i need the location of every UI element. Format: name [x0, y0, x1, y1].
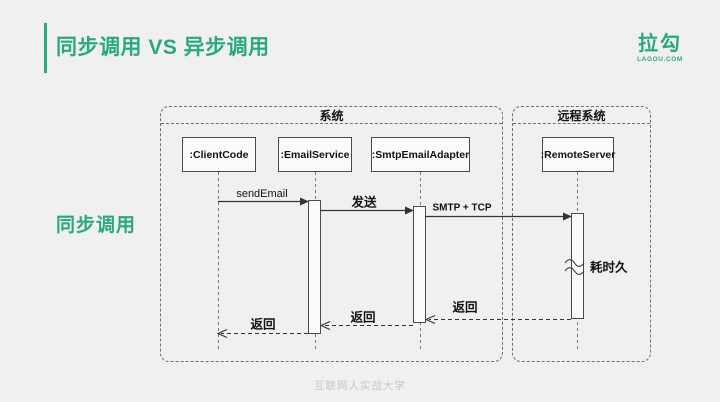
- message-label-return-remote: 返回: [452, 300, 478, 315]
- actor-remoteserver-label: :RemoteServer: [540, 148, 616, 161]
- arrow-send-head: [405, 206, 414, 215]
- actor-emailservice-label: :EmailService: [280, 148, 350, 161]
- frame-system: 系统: [160, 106, 503, 362]
- arrow-sendemail-head: [300, 197, 309, 206]
- arrow-return3-head: [216, 328, 228, 339]
- frame-remote-title: 远程系统: [513, 107, 650, 124]
- actor-smtpemailadapter: :SmtpEmailAdapter: [371, 137, 470, 172]
- return-arrow-open-heads: [216, 314, 436, 339]
- arrow-return1-head: [424, 314, 436, 325]
- actor-smtpemailadapter-label: :SmtpEmailAdapter: [371, 148, 470, 161]
- section-label-sync-call: 同步调用: [56, 215, 137, 236]
- lagou-logo: 拉勾 LAGOU.COM: [630, 33, 690, 63]
- actor-emailservice: :EmailService: [278, 137, 352, 172]
- squiggle-top: [564, 259, 585, 267]
- message-label-sendemail: sendEmail: [236, 188, 288, 200]
- arrow-return2-head: [319, 320, 331, 331]
- squiggle-bottom: [564, 267, 585, 275]
- title-accent-bar: [44, 23, 47, 73]
- actor-remoteserver: :RemoteServer: [540, 137, 616, 172]
- actor-clientcode-label: :ClientCode: [189, 148, 249, 161]
- activation-emailservice: [308, 200, 321, 334]
- message-label-send: 发送: [351, 195, 377, 210]
- return-arrows: [221, 319, 571, 334]
- message-label-return-email: 返回: [250, 317, 276, 332]
- footer-watermark: 互联网人实战大学: [314, 380, 406, 392]
- sync-call-arrows: [218, 197, 572, 221]
- message-label-smtp-tcp: SMTP + TCP: [432, 202, 492, 214]
- annotation-long-duration: 耗时久: [590, 260, 628, 275]
- activation-smtpemailadapter: [413, 206, 426, 323]
- page-title: 同步调用 VS 异步调用: [56, 36, 270, 59]
- logo-domain: LAGOU.COM: [637, 56, 683, 63]
- logo-wordmark: 拉勾: [638, 33, 682, 55]
- message-label-return-smtp: 返回: [350, 310, 376, 325]
- frame-system-title: 系统: [161, 107, 502, 124]
- actor-clientcode: :ClientCode: [182, 137, 256, 172]
- arrow-smtp-tcp-head: [563, 212, 572, 221]
- frame-remote-system: 远程系统: [512, 106, 651, 362]
- duration-squiggle-icon: [564, 259, 585, 275]
